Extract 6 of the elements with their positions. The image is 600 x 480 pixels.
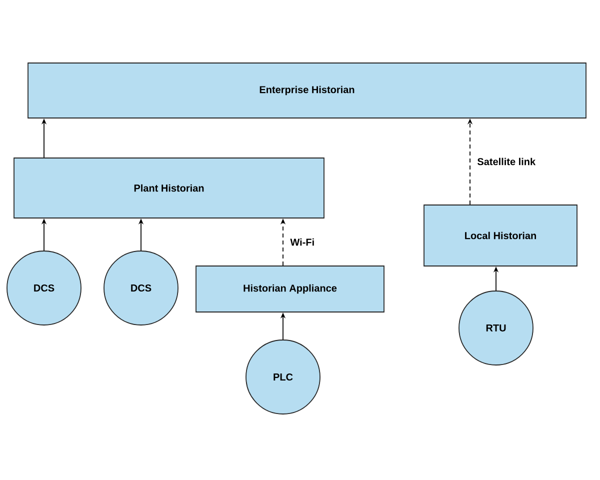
historian-box: Plant Historian xyxy=(14,158,324,218)
edge-label: Satellite link xyxy=(477,158,536,166)
historian-box: Local Historian xyxy=(424,204,578,266)
historian-box: Enterprise Historian xyxy=(28,62,586,118)
historian-box: Historian Appliance xyxy=(196,266,384,312)
edge-label: Wi-Fi xyxy=(290,238,314,246)
